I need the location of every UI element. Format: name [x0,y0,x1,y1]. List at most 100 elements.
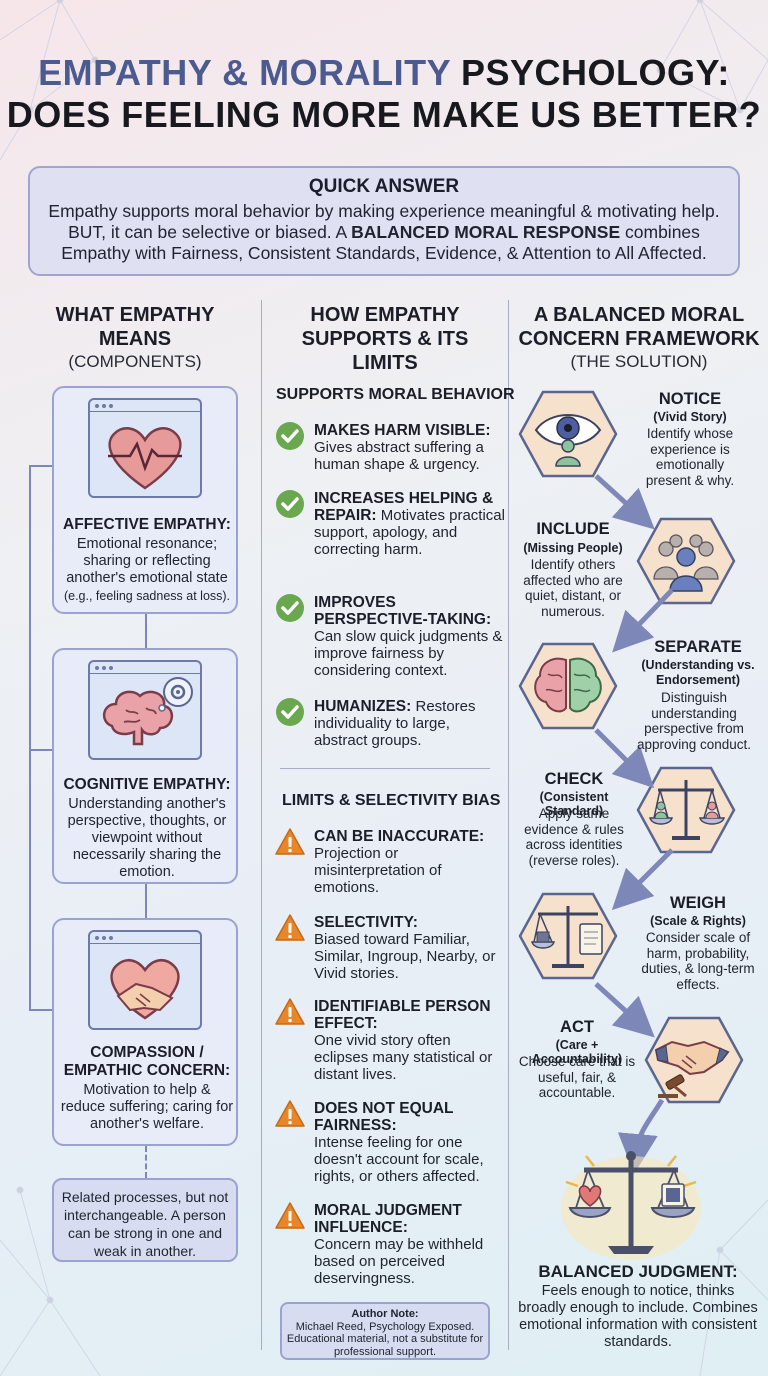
title-accent: EMPATHY & MORALITY [38,52,451,93]
supports-heading: SUPPORTS MORAL BEHAVIOR [276,386,515,403]
card-text: Understanding another's perspective, tho… [67,796,227,880]
quick-answer-text-a: Empathy supports moral behavior by makin… [48,201,720,242]
step-sub: (Scale & Rights) [650,914,746,928]
card-affective-empathy: AFFECTIVE EMPATHY: Emotional resonance; … [52,386,238,614]
framework-flow-arrows [594,474,674,1174]
card-title: AFFECTIVE EMPATHY: [63,516,231,533]
card-compassion: COMPASSION / EMPATHIC CONCERN: Motivatio… [52,918,238,1146]
right-column-header: A BALANCED MORAL CONCERN FRAMEWORK [518,304,760,350]
section-divider [280,768,490,769]
page-title: EMPATHY & MORALITY PSYCHOLOGY: DOES FEEL… [0,52,768,136]
warning-icon [275,1202,305,1229]
components-note: Related processes, but not interchangeab… [52,1178,238,1262]
left-column-header: WHAT EMPATHY MEANS [55,304,215,350]
warning-icon [275,828,305,855]
handshake-gavel-hex-icon [644,1016,744,1104]
warning-icon [275,914,305,941]
step-head: ACT [560,1018,594,1036]
window-frame [88,398,202,498]
author-note-heading: Author Note: [351,1308,419,1320]
card-link-2 [145,884,147,918]
step-sub: (Consistent Standard) [539,790,609,818]
card-example: (e.g., feeling sadness at loss). [63,589,231,603]
split-brain-hex-icon [518,642,618,730]
heart-handshake-icon [110,958,180,1020]
balanced-scale-icon [561,1151,701,1260]
step-text: Distinguish understanding perspective fr… [636,690,752,752]
check-circle-icon [276,490,304,518]
support-text: Can slow quick judgments & improve fairn… [314,628,503,679]
card-text: Emotional resonance; sharing or reflecti… [66,536,228,586]
scales-document-hex-icon [518,892,618,980]
title-rest: PSYCHOLOGY: [450,52,730,93]
step-text: Identify others affected who are quiet, … [523,557,623,619]
left-column-subheader: (COMPONENTS) [68,352,202,371]
limit-head: CAN BE INACCURATE: [314,828,485,845]
step-text: Apply same evidence & rules across ident… [524,806,624,868]
card-link-1 [145,614,147,648]
limit-head: DOES NOT EQUAL FAIRNESS: [314,1100,454,1134]
step-head: CHECK [544,770,604,788]
warning-icon [275,1100,305,1127]
column-divider-right [508,300,509,1350]
limit-text: Projection or misinterpretation of emoti… [314,845,442,896]
quick-answer-text-b: combines Empathy with Fairness, Consiste… [61,222,707,263]
limit-head: MORAL JUDGMENT INFLUENCE: [314,1202,462,1236]
step-sub: (Understanding vs. Endorsement) [641,658,755,687]
support-text: Motivates practical support, apology, an… [314,507,505,558]
limit-head: SELECTIVITY: [314,914,418,931]
components-connector [29,465,54,1011]
window-frame [88,930,202,1030]
limit-text: One vivid story often eclipses many stat… [314,1032,493,1083]
support-text: Restores individuality to large, abstrac… [314,698,476,749]
right-column-subheader: (THE SOLUTION) [570,352,708,371]
limit-text: Concern may be withheld based on perceiv… [314,1236,484,1287]
limits-heading: LIMITS & SELECTIVITY BIAS [282,792,501,809]
quick-answer-text: Empathy supports moral behavior by makin… [30,201,738,264]
step-sub: (Care + Accountability) [531,1038,623,1066]
group-people-hex-icon [636,517,736,605]
check-circle-icon [276,594,304,622]
quick-answer-box: QUICK ANSWER Empathy supports moral beha… [28,166,740,276]
card-text: Motivation to help & reduce suffering; c… [60,1082,234,1132]
step-head: INCLUDE [536,520,610,538]
column-divider-left [261,300,262,1350]
step-text: Identify whose experience is emotionally… [645,426,735,488]
step-sub: (Vivid Story) [653,410,727,424]
step-head: SEPARATE [654,638,742,656]
limit-head: IDENTIFIABLE PERSON EFFECT: [314,998,491,1032]
step-text: Choose care that is useful, fair, & acco… [518,1054,636,1100]
quick-answer-bold: BALANCED MORAL RESPONSE [351,222,621,242]
check-circle-icon [276,698,304,726]
heart-pulse-icon [108,427,182,490]
step-text: Consider scale of harm, probability, dut… [641,930,755,992]
final-judgment-text: Feels enough to notice, thinks broadly e… [518,1283,758,1350]
support-head: IMPROVES PERSPECTIVE-TAKING: [314,594,492,628]
title-line2: DOES FEELING MORE MAKE US BETTER? [6,94,762,135]
author-note-text: Michael Reed, Psychology Exposed. Educat… [286,1320,484,1358]
support-head: MAKES HARM VISIBLE: [314,422,491,439]
window-frame [88,660,202,760]
brain-gear-icon [103,677,193,746]
step-head: WEIGH [670,894,726,912]
card-cognitive-empathy: COGNITIVE EMPATHY: Understanding another… [52,648,238,884]
support-text: Gives abstract suffering a human shape &… [314,439,484,473]
card-link-3 [145,1146,147,1178]
final-judgment-heading: BALANCED JUDGMENT: [538,1262,738,1281]
limit-text: Intense feeling for one doesn't account … [314,1134,484,1185]
middle-column-header: HOW EMPATHY SUPPORTS & ITS LIMITS [301,304,469,374]
card-title: COGNITIVE EMPATHY: [63,776,231,793]
check-circle-icon [276,422,304,450]
eye-person-hex-icon [518,390,618,478]
step-head: NOTICE [658,390,722,408]
scales-people-hex-icon [636,766,736,854]
quick-answer-heading: QUICK ANSWER [308,176,460,197]
support-head: INCREASES HELPING & REPAIR: [314,490,494,524]
support-head: HUMANIZES: [314,698,412,715]
step-sub: (Missing People) [523,541,623,555]
warning-icon [275,998,305,1025]
card-title: COMPASSION / EMPATHIC CONCERN: [63,1044,231,1079]
author-note: Author Note: Michael Reed, Psychology Ex… [280,1302,490,1360]
limit-text: Biased toward Familiar, Similar, Ingroup… [314,931,496,982]
